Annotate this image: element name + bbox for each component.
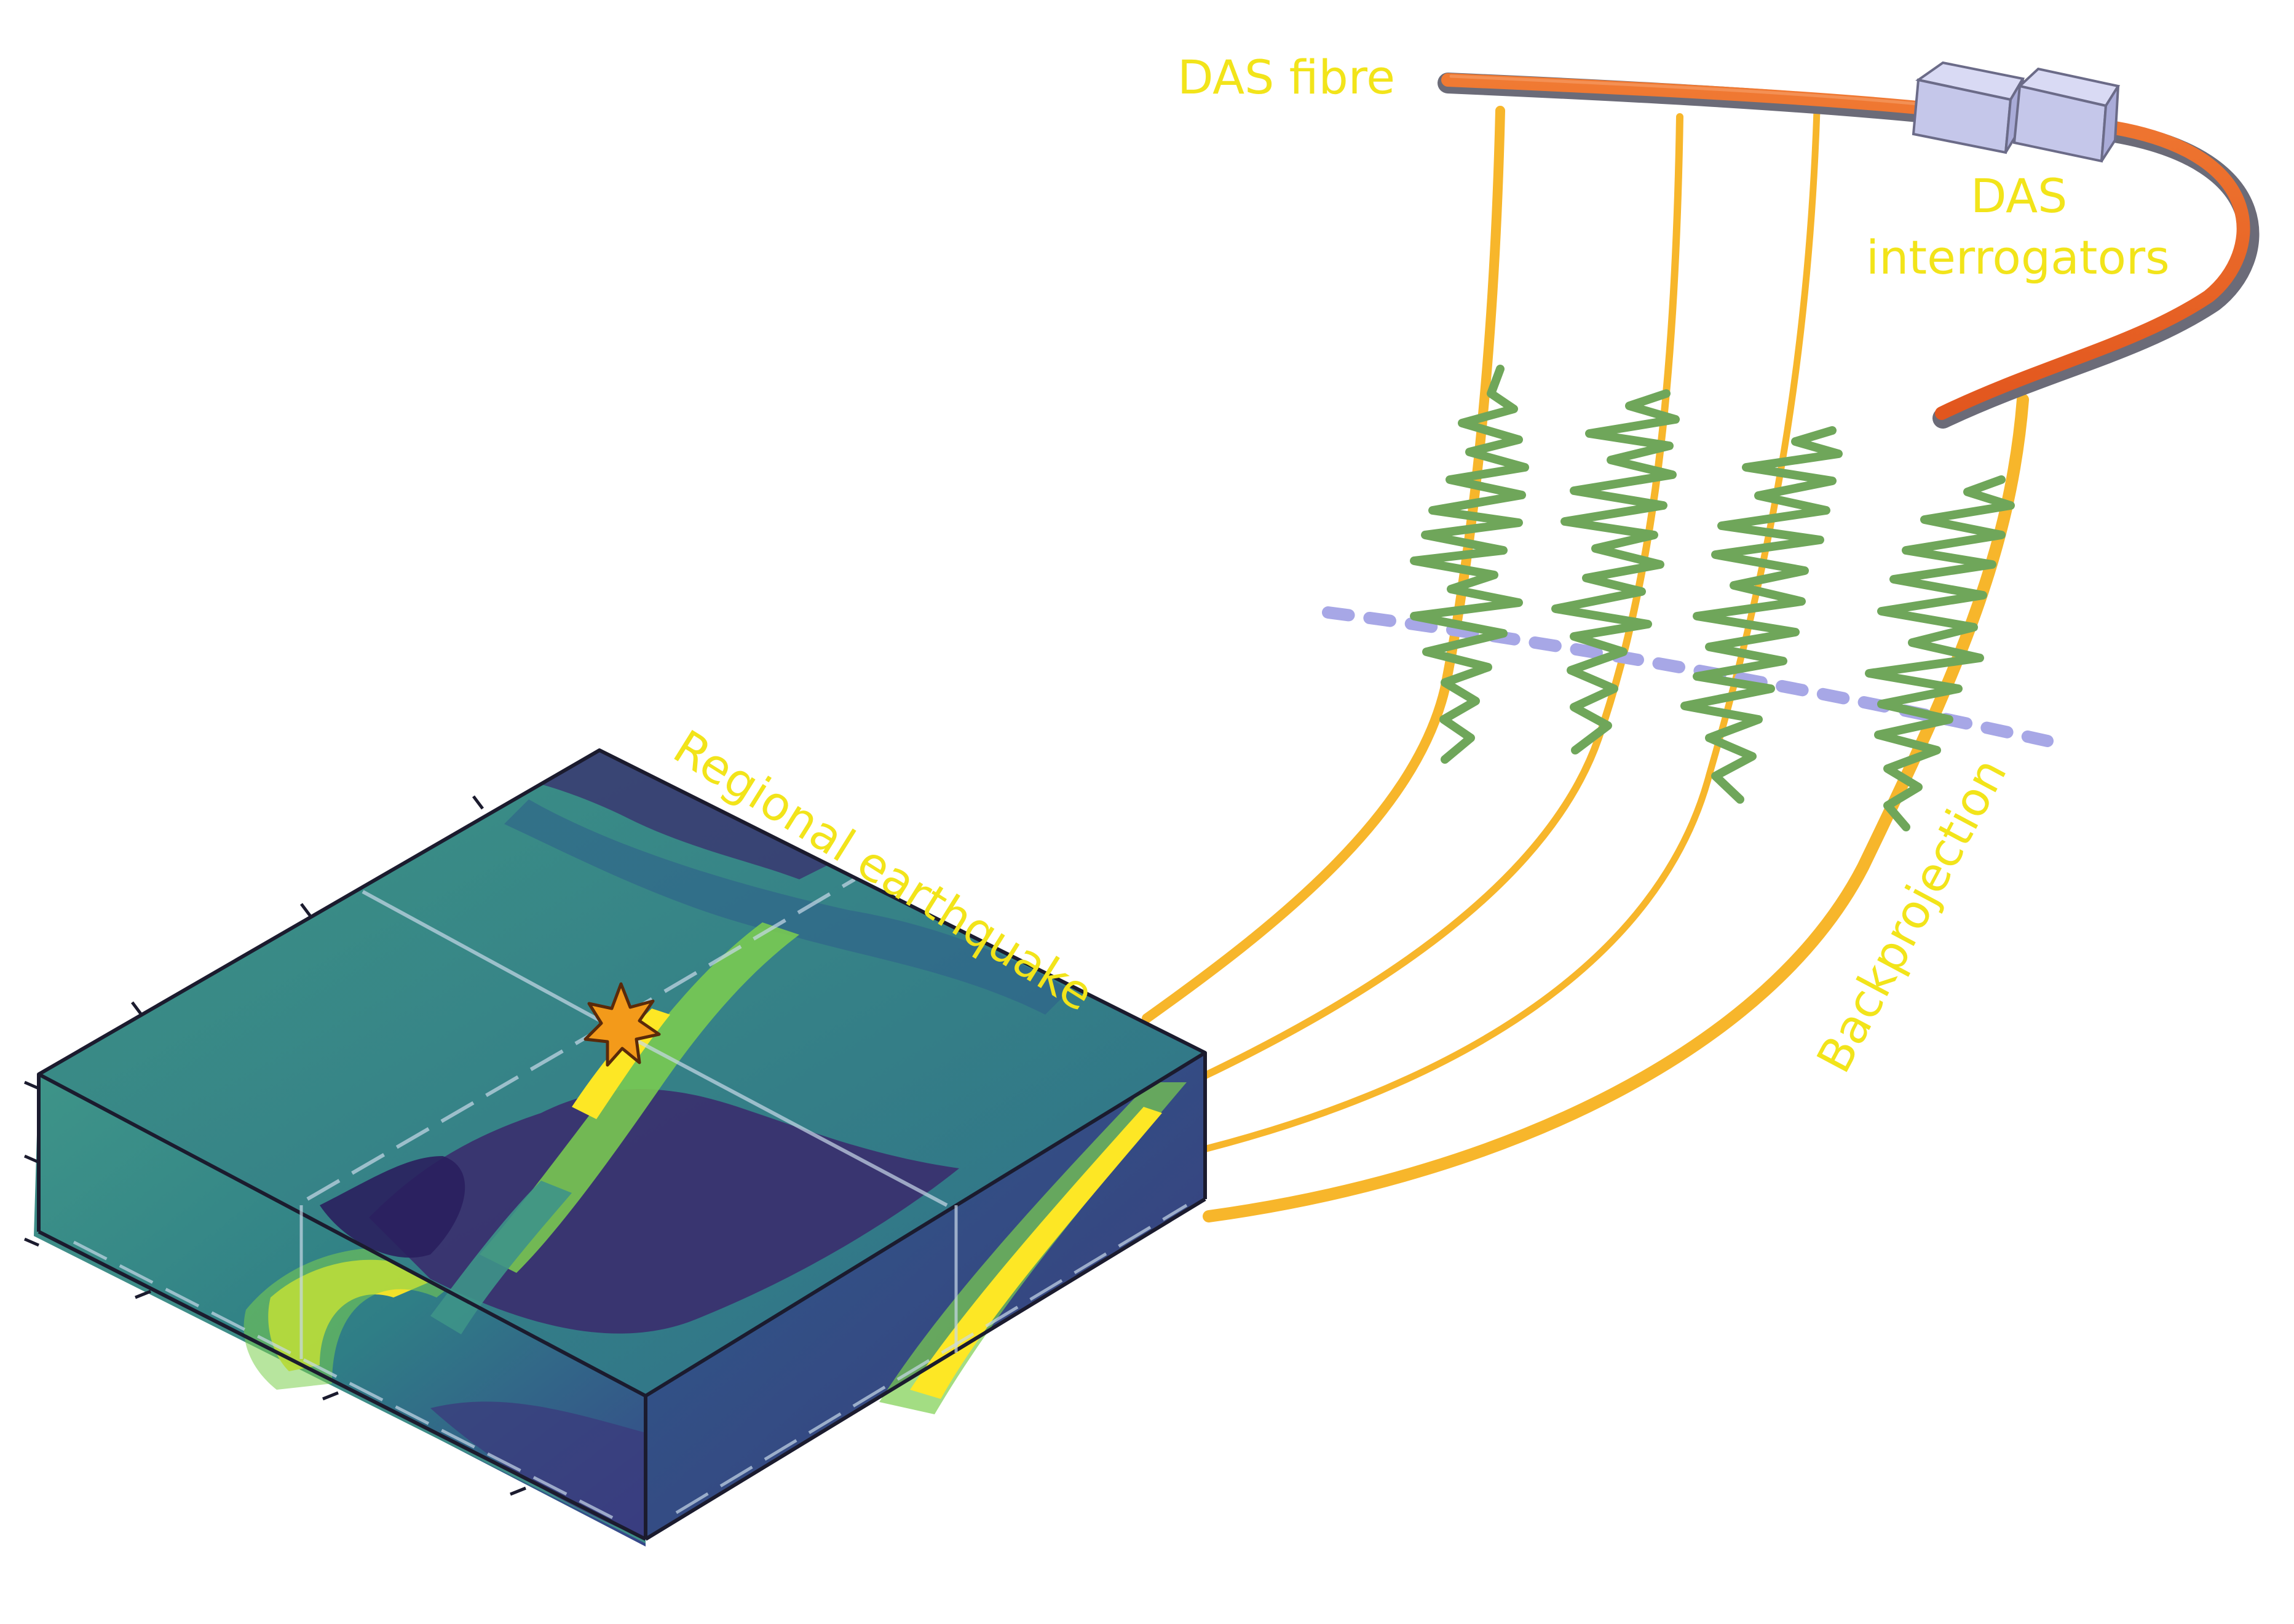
left-face-dark-patch xyxy=(430,1401,646,1539)
top-dark-region-left xyxy=(320,1156,465,1258)
star-burst-icon xyxy=(583,982,661,1067)
waveform-trace-4 xyxy=(1865,475,2015,831)
interrogator-box-2 xyxy=(2012,67,2121,163)
top-blue-band xyxy=(504,799,1070,1015)
top-grid-line-2 xyxy=(306,877,856,1201)
left-face-anomaly-halo xyxy=(243,1248,467,1390)
waveform-trace-3 xyxy=(1680,426,1843,804)
das-fibre-cable xyxy=(1438,73,2260,429)
fibre-highlight xyxy=(1449,74,1939,108)
top-grid-line-1 xyxy=(362,890,948,1207)
das-interrogators-label-line1: DAS xyxy=(1971,168,2067,223)
ray-path-4 xyxy=(1203,394,2029,1222)
axis-ticks xyxy=(24,795,526,1496)
ray-path-3 xyxy=(1203,107,1821,1152)
right-face-dashed-line xyxy=(675,1203,1188,1515)
velocity-volume-block xyxy=(24,748,1207,1547)
top-face-patterns xyxy=(306,750,1070,1334)
waveform-trace-1 xyxy=(1410,365,1529,764)
earthquake-epicenter xyxy=(583,982,661,1067)
interrogator-box-1 xyxy=(1912,61,2025,154)
right-face-anomaly xyxy=(910,1107,1162,1399)
das-fibre-label: DAS fibre xyxy=(1177,50,1395,105)
waveform-trace-2 xyxy=(1551,389,1680,755)
block-edges xyxy=(37,748,1207,1541)
das-interrogators xyxy=(1912,61,2121,163)
top-dark-region-back xyxy=(529,750,848,879)
top-streak-teal xyxy=(430,1181,572,1334)
top-streak-green xyxy=(480,922,799,1273)
das-interrogators-label-line2: interrogators xyxy=(1866,230,2170,285)
arrival-dashed-line xyxy=(1322,606,2054,747)
fibre-core xyxy=(1441,73,2250,420)
waveforms xyxy=(1410,365,2015,831)
